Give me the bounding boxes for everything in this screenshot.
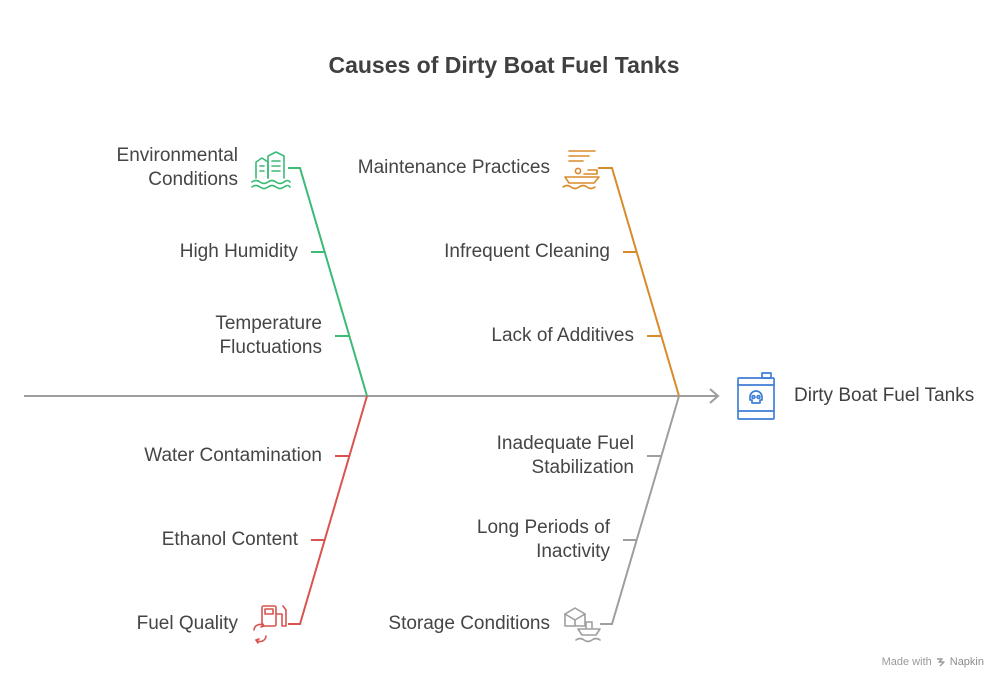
label-text: Long Periods of Inactivity [476, 517, 610, 562]
label-text: High Humidity [179, 241, 298, 262]
watermark[interactable]: Made with Napkin [882, 656, 984, 668]
label-text: Ethanol Content [161, 529, 298, 550]
cause-high-humidity: High Humidity [180, 240, 298, 264]
watermark-prefix: Made with [881, 656, 932, 668]
label-text: Infrequent Cleaning [444, 241, 610, 262]
cause-temperature-fluctuations: Temperature Fluctuations [215, 312, 322, 360]
buildings-water-icon [251, 151, 291, 190]
category-label-environmental: Environmental Conditions [117, 144, 238, 192]
cause-lack-of-additives: Lack of Additives [491, 324, 634, 348]
category-label-maintenance: Maintenance Practices [358, 156, 550, 180]
branch-line-maintenance [598, 167, 680, 397]
boat-cleaning-icon [562, 150, 600, 190]
cause-infrequent-cleaning: Infrequent Cleaning [444, 240, 610, 264]
label-text: Maintenance Practices [357, 157, 550, 178]
branch-line-environmental [288, 167, 368, 397]
spine-arrowhead [709, 388, 720, 404]
label-text: Water Contamination [144, 445, 322, 466]
branch-line-fuel-quality [288, 395, 368, 625]
cause-ethanol-content: Ethanol Content [162, 528, 298, 552]
label-text: Environmental Conditions [116, 145, 238, 190]
branch-line-storage [600, 395, 680, 625]
label-text: Temperature Fluctuations [215, 313, 322, 358]
fuel-pump-icon [253, 605, 287, 644]
fuel-tank-skull-icon [737, 372, 775, 420]
label-text: Lack of Additives [491, 325, 634, 346]
boat-storage-icon [564, 607, 601, 643]
category-label-storage: Storage Conditions [388, 612, 550, 636]
napkin-logo-icon [936, 658, 945, 667]
cause-long-inactivity: Long Periods of Inactivity [477, 516, 610, 564]
cause-water-contamination: Water Contamination [144, 444, 322, 468]
effect-label: Dirty Boat Fuel Tanks [794, 385, 975, 406]
label-text: Fuel Quality [136, 613, 238, 634]
diagram-title: Causes of Dirty Boat Fuel Tanks [328, 52, 680, 78]
category-label-fuel-quality: Fuel Quality [137, 612, 238, 636]
label-text: Inadequate Fuel Stabilization [496, 433, 634, 478]
cause-inadequate-stabilization: Inadequate Fuel Stabilization [497, 432, 634, 480]
label-text: Storage Conditions [388, 613, 550, 634]
watermark-brand: Napkin [949, 656, 984, 668]
